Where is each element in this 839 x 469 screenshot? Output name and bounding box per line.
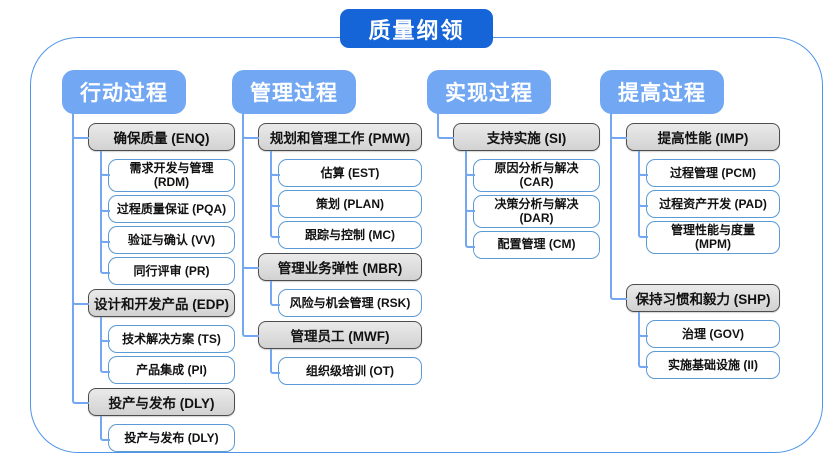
category-group: 投产与发布 (DLY) 投产与发布 (DLY) bbox=[72, 377, 235, 452]
category-group: 规划和管理工作 (PMW) 估算 (EST) 策划 (PLAN) 跟踪与控制 (… bbox=[242, 113, 422, 261]
category-box: 设计和开发产品 (EDP) bbox=[88, 288, 235, 317]
practice-list: 原因分析与解决 (CAR) 决策分析与解决 (DAR) 配置管理 (CM) bbox=[465, 151, 600, 259]
practice-box: 实施基础设施 (II) bbox=[638, 342, 780, 379]
practice-list: 过程管理 (PCM) 过程资产开发 (PAD) 管理性能与度量 (MPM) bbox=[638, 151, 780, 254]
practice-box: 组织级培训 (OT) bbox=[270, 349, 422, 385]
category-group: 设计和开发产品 (EDP) 技术解决方案 (TS) 产品集成 (PI) bbox=[72, 278, 235, 396]
practice-box: 风险与机会管理 (RSK) bbox=[270, 281, 422, 317]
practice-box: 策划 (PLAN) bbox=[270, 182, 422, 227]
practice-box: 过程资产开发 (PAD) bbox=[638, 182, 780, 227]
practice-box: 需求开发与管理 (RDM) bbox=[100, 151, 235, 201]
practice-list: 组织级培训 (OT) bbox=[270, 349, 422, 385]
column-header: 管理过程 bbox=[232, 70, 356, 114]
category-group: 管理员工 (MWF) 组织级培训 (OT) bbox=[242, 311, 422, 385]
practice-box: 决策分析与解决 (DAR) bbox=[465, 186, 600, 237]
practice-box: 估算 (EST) bbox=[270, 151, 422, 196]
practice-list: 需求开发与管理 (RDM) 过程质量保证 (PQA) 验证与确认 (VV) 同行… bbox=[100, 151, 235, 285]
practice-list: 技术解决方案 (TS) 产品集成 (PI) bbox=[100, 316, 235, 384]
category-box: 管理员工 (MWF) bbox=[258, 321, 422, 349]
practice-box: 技术解决方案 (TS) bbox=[100, 316, 235, 362]
category-box: 提高性能 (IMP) bbox=[626, 123, 780, 151]
category-group: 确保质量 (ENQ) 需求开发与管理 (RDM) 过程质量保证 (PQA) 验证… bbox=[72, 113, 235, 297]
practice-box: 跟踪与控制 (MC) bbox=[270, 213, 422, 249]
category-group: 管理业务弹性 (MBR) 风险与机会管理 (RSK) bbox=[242, 243, 422, 329]
category-group: 提高性能 (IMP) 过程管理 (PCM) 过程资产开发 (PAD) 管理性能与… bbox=[610, 113, 780, 266]
category-list: 支持实施 (SI) 原因分析与解决 (CAR) 决策分析与解决 (DAR) 配置… bbox=[437, 113, 600, 259]
column-realization-process: 实现过程 支持实施 (SI) 原因分析与解决 (CAR) 决策分析与解决 (DA… bbox=[427, 70, 600, 259]
practice-list: 估算 (EST) 策划 (PLAN) 跟踪与控制 (MC) bbox=[270, 151, 422, 249]
practice-box: 同行评审 (PR) bbox=[100, 248, 235, 285]
category-box: 规划和管理工作 (PMW) bbox=[258, 123, 422, 151]
column-action-process: 行动过程 确保质量 (ENQ) 需求开发与管理 (RDM) 过程质量保证 (PQ… bbox=[62, 70, 235, 452]
practice-box: 治理 (GOV) bbox=[638, 311, 780, 357]
practice-list: 投产与发布 (DLY) bbox=[100, 415, 235, 452]
practice-box: 投产与发布 (DLY) bbox=[100, 415, 235, 452]
practice-box: 产品集成 (PI) bbox=[100, 347, 235, 384]
category-list: 规划和管理工作 (PMW) 估算 (EST) 策划 (PLAN) 跟踪与控制 (… bbox=[242, 113, 422, 385]
practice-box: 验证与确认 (VV) bbox=[100, 217, 235, 263]
category-box: 管理业务弹性 (MBR) bbox=[258, 253, 422, 281]
practice-box: 原因分析与解决 (CAR) bbox=[465, 151, 600, 201]
practice-list: 治理 (GOV) 实施基础设施 (II) bbox=[638, 311, 780, 379]
practice-list: 风险与机会管理 (RSK) bbox=[270, 281, 422, 317]
practice-box: 过程质量保证 (PQA) bbox=[100, 186, 235, 232]
category-list: 提高性能 (IMP) 过程管理 (PCM) 过程资产开发 (PAD) 管理性能与… bbox=[610, 113, 780, 379]
category-box: 投产与发布 (DLY) bbox=[88, 387, 235, 416]
category-group: 保持习惯和毅力 (SHP) 治理 (GOV) 实施基础设施 (II) bbox=[610, 247, 780, 379]
category-list: 确保质量 (ENQ) 需求开发与管理 (RDM) 过程质量保证 (PQA) 验证… bbox=[72, 113, 235, 452]
column-header: 行动过程 bbox=[62, 70, 186, 114]
category-box: 保持习惯和毅力 (SHP) bbox=[626, 283, 780, 312]
category-group: 支持实施 (SI) 原因分析与解决 (CAR) 决策分析与解决 (DAR) 配置… bbox=[437, 113, 600, 259]
column-improvement-process: 提高过程 提高性能 (IMP) 过程管理 (PCM) 过程资产开发 (PAD) … bbox=[600, 70, 780, 379]
category-box: 确保质量 (ENQ) bbox=[88, 123, 235, 151]
column-header: 提高过程 bbox=[600, 70, 724, 114]
column-management-process: 管理过程 规划和管理工作 (PMW) 估算 (EST) 策划 (PLAN) 跟踪… bbox=[232, 70, 422, 385]
practice-box: 配置管理 (CM) bbox=[465, 222, 600, 259]
practice-box: 过程管理 (PCM) bbox=[638, 151, 780, 196]
diagram-title: 质量纲领 bbox=[340, 9, 493, 48]
column-header: 实现过程 bbox=[427, 70, 551, 114]
practice-box: 管理性能与度量 (MPM) bbox=[638, 213, 780, 254]
category-box: 支持实施 (SI) bbox=[453, 123, 600, 151]
